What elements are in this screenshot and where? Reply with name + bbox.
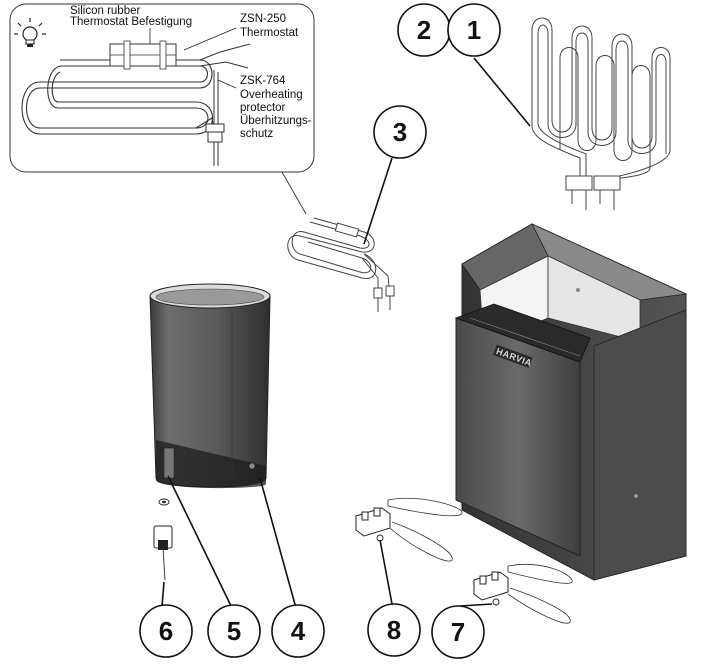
callout-8-label: 8 [387,615,401,645]
callout-1: 1 [447,3,501,57]
part-8-thermostat [355,498,463,562]
part-4-front-cover [149,283,271,489]
leader-3 [363,157,393,245]
lightbulb-icon [14,18,46,47]
inset-heating-element [21,43,251,135]
callout-4-label: 4 [291,616,306,646]
callout-6-label: 6 [159,616,173,646]
label-zsk-line3: Überhitzungs- [240,115,312,127]
leader-5 [167,475,233,609]
callout-3: 3 [373,105,427,159]
callout-7: 7 [431,605,485,659]
label-thermostat-befestigung: Thermostat Befestigung [70,16,192,28]
label-zsk-line2: protector [240,102,286,114]
callout-3-label: 3 [393,117,407,147]
heater-body: HARVIA [454,223,688,581]
label-zsk-line4: schutz [240,128,273,140]
part-1-heating-elements [531,17,671,210]
inset-to-part3-leader [281,171,307,215]
label-zsn-code: ZSN-250 [240,13,286,25]
callout-1-label: 1 [467,15,481,45]
callout-2-label: 2 [417,15,431,45]
inset-leaders [149,27,237,89]
callout-6: 6 [139,604,193,658]
callout-5-label: 5 [227,616,241,646]
label-silicon-rubber: Silicon rubber [70,5,140,17]
part-6-fitting [153,498,173,581]
part-3-element [287,217,395,312]
callout-7-label: 7 [451,617,465,647]
leader-4 [259,477,297,609]
leader-7 [459,603,493,607]
callout-2: 2 [397,3,451,57]
inset-detail: Silicon rubber Thermostat Befestigung ZS… [9,3,315,173]
label-zsk-code: ZSK-764 [240,75,286,87]
callout-5: 5 [207,604,261,658]
overheating-protector-terminal [205,70,225,166]
leader-1 [473,57,531,127]
label-zsk-line1: Overheating [240,89,303,101]
part-7-thermostat [473,564,573,624]
callout-leaders [161,57,531,609]
leader-6 [161,581,165,607]
callout-8: 8 [367,603,421,657]
leader-8 [379,539,393,605]
callout-4: 4 [271,604,325,658]
label-zsn-name: Thermostat [240,27,299,39]
thermostat-sleeve [109,40,177,70]
